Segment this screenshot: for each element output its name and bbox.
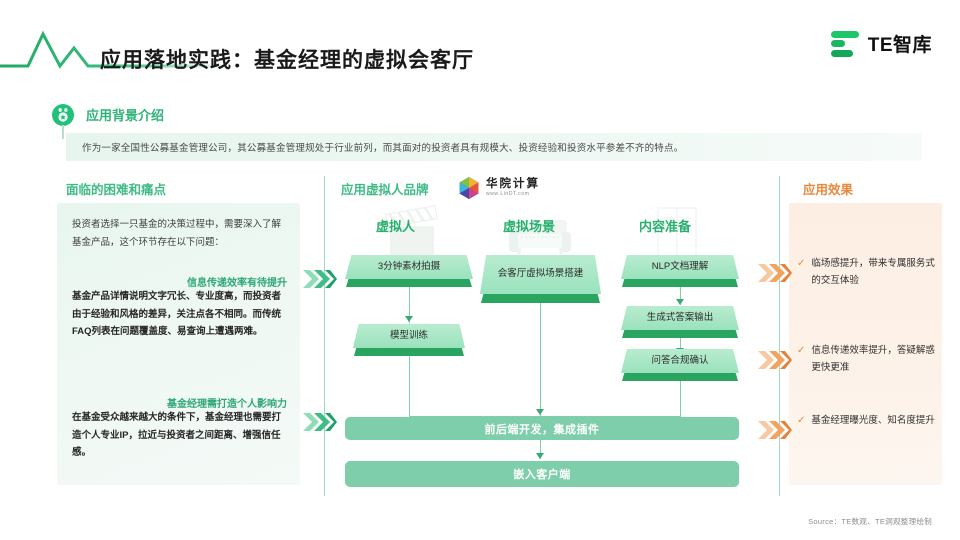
flow-step-qa-compliance-label: 问答合规确认 — [651, 354, 709, 366]
flow-step-generative[interactable]: 生成式答案输出 — [621, 306, 739, 338]
source-note: Source：TE数观、TE洞观整理绘制 — [808, 517, 932, 526]
flow-step-scene[interactable]: 会客厅虚拟场景搭建 — [480, 255, 601, 303]
flow-bar-embed-client-label: 嵌入客户端 — [513, 469, 571, 481]
connector-nlp-to-gen — [680, 287, 681, 305]
background-text: 作为一家全国性公募基金管理公司，其公募基金管理规处于行业前列，而其面对的投资者具… — [82, 143, 684, 154]
flow-step-scene-label: 会客厅虚拟场景搭建 — [497, 268, 584, 280]
check-icon-3: ✓ — [797, 415, 806, 426]
background-section-title: 应用背景介绍 — [86, 108, 165, 123]
pain-intro-text: 投资者选择一只基金的决策过程中，需要深入了解基金产品，这个环节存在以下问题： — [72, 219, 282, 248]
connector-qa-horizontal — [540, 416, 681, 417]
clapperboard-icon — [384, 205, 438, 260]
flow-bar-development[interactable]: 前后端开发，集成插件 — [345, 417, 739, 440]
chevron-orange-3-icon — [758, 421, 792, 439]
track-1-heading: 虚拟人 — [376, 219, 416, 234]
huayuan-hex-icon — [459, 177, 479, 199]
effect-item-2: ✓ 信息传递效率提升，答疑解惑更快更准 — [797, 343, 937, 376]
connector-scene-to-dev — [540, 303, 541, 417]
effect-item-3: ✓ 基金经理曝光度、知名度提升 — [797, 413, 937, 430]
brand-name: TE智库 — [867, 35, 932, 56]
pain-point-1-body: 基金产品详情说明文字冗长、专业度高，而投资者由于经验和风格的差异，关注点各不相同… — [72, 291, 282, 338]
partner-logo: 华院计算 www.LinDT.com — [458, 176, 540, 200]
column-title-effects: 应用效果 — [803, 183, 854, 197]
pain-point-2-body: 在基金受众越来越大的条件下，基金经理也需要打造个人专业IP，拉近与投资者之间距离… — [72, 412, 282, 459]
flow-step-generative-label: 生成式答案输出 — [646, 311, 714, 323]
partner-name: 华院计算 — [486, 177, 540, 190]
arrow-scene-to-dev-icon — [535, 409, 544, 415]
connector-train-to-dev — [409, 356, 410, 417]
connector-dev-to-embed — [540, 440, 541, 459]
flow-step-nlp-label: NLP文档理解 — [651, 260, 709, 272]
divider-right — [779, 176, 780, 496]
pain-point-2-title: 基金经理需打造个人影响力 — [167, 399, 287, 410]
te-logo-mark — [829, 30, 859, 57]
chevron-green-1-icon — [303, 270, 337, 288]
effect-item-2-text: 信息传递效率提升，答疑解惑更快更准 — [811, 345, 935, 373]
connector-train-horizontal — [409, 416, 540, 417]
effect-item-1: ✓ 临场感提升，带来专属服务式的交互体验 — [797, 256, 937, 289]
chevron-orange-2-icon — [758, 351, 792, 369]
track-2-heading: 虚拟场景 — [503, 219, 556, 234]
effect-item-3-text: 基金经理曝光度、知名度提升 — [811, 415, 935, 426]
connector-shoot-to-train — [409, 287, 410, 323]
document-icon — [657, 207, 697, 257]
effects-panel — [789, 203, 942, 485]
arrow-nlp-to-gen-icon — [675, 299, 684, 305]
pain-panel — [57, 203, 300, 485]
flow-step-shoot[interactable]: 3分钟素材拍摄 — [345, 255, 473, 287]
check-icon-2: ✓ — [797, 345, 806, 356]
bg-icon-stem — [62, 125, 64, 139]
partner-url: www.LinDT.com — [486, 191, 530, 198]
sofa-icon — [509, 220, 571, 254]
medal-badge-icon — [52, 104, 74, 126]
connector-gen-to-qa — [680, 338, 681, 352]
column-title-brand: 应用虚拟人品牌 — [341, 183, 429, 197]
flow-bar-development-label: 前后端开发，集成插件 — [484, 423, 600, 436]
track-3-heading: 内容准备 — [639, 219, 692, 234]
arrow-shoot-to-train-icon — [404, 316, 413, 322]
pain-point-1-title: 信息传递效率有待提升 — [187, 278, 287, 289]
check-icon-1: ✓ — [797, 258, 806, 269]
flow-step-nlp[interactable]: NLP文档理解 — [621, 255, 739, 287]
flow-step-qa-compliance[interactable]: 问答合规确认 — [621, 349, 739, 381]
page-title: 应用落地实践：基金经理的虚拟会客厅 — [100, 49, 474, 72]
background-text-banner: 作为一家全国性公募基金管理公司，其公募基金管理规处于行业前列，而其面对的投资者具… — [66, 133, 922, 161]
connector-qa-to-dev — [680, 381, 681, 417]
brand-logo: TE智库 — [829, 30, 932, 57]
flow-step-shoot-label: 3分钟素材拍摄 — [377, 260, 441, 272]
flow-step-model-training[interactable]: 模型训练 — [353, 324, 465, 356]
column-title-pain: 面临的困难和痛点 — [66, 183, 167, 197]
chevron-green-2-icon — [303, 413, 337, 431]
chevron-orange-1-icon — [758, 264, 792, 282]
header-pulse-line — [0, 30, 230, 69]
effect-item-1-text: 临场感提升，带来专属服务式的交互体验 — [811, 258, 935, 286]
arrow-dev-to-embed-icon — [535, 453, 544, 459]
flow-bar-embed-client[interactable]: 嵌入客户端 — [345, 461, 739, 487]
flow-step-model-training-label: 模型训练 — [389, 329, 428, 341]
divider-left — [324, 176, 325, 496]
